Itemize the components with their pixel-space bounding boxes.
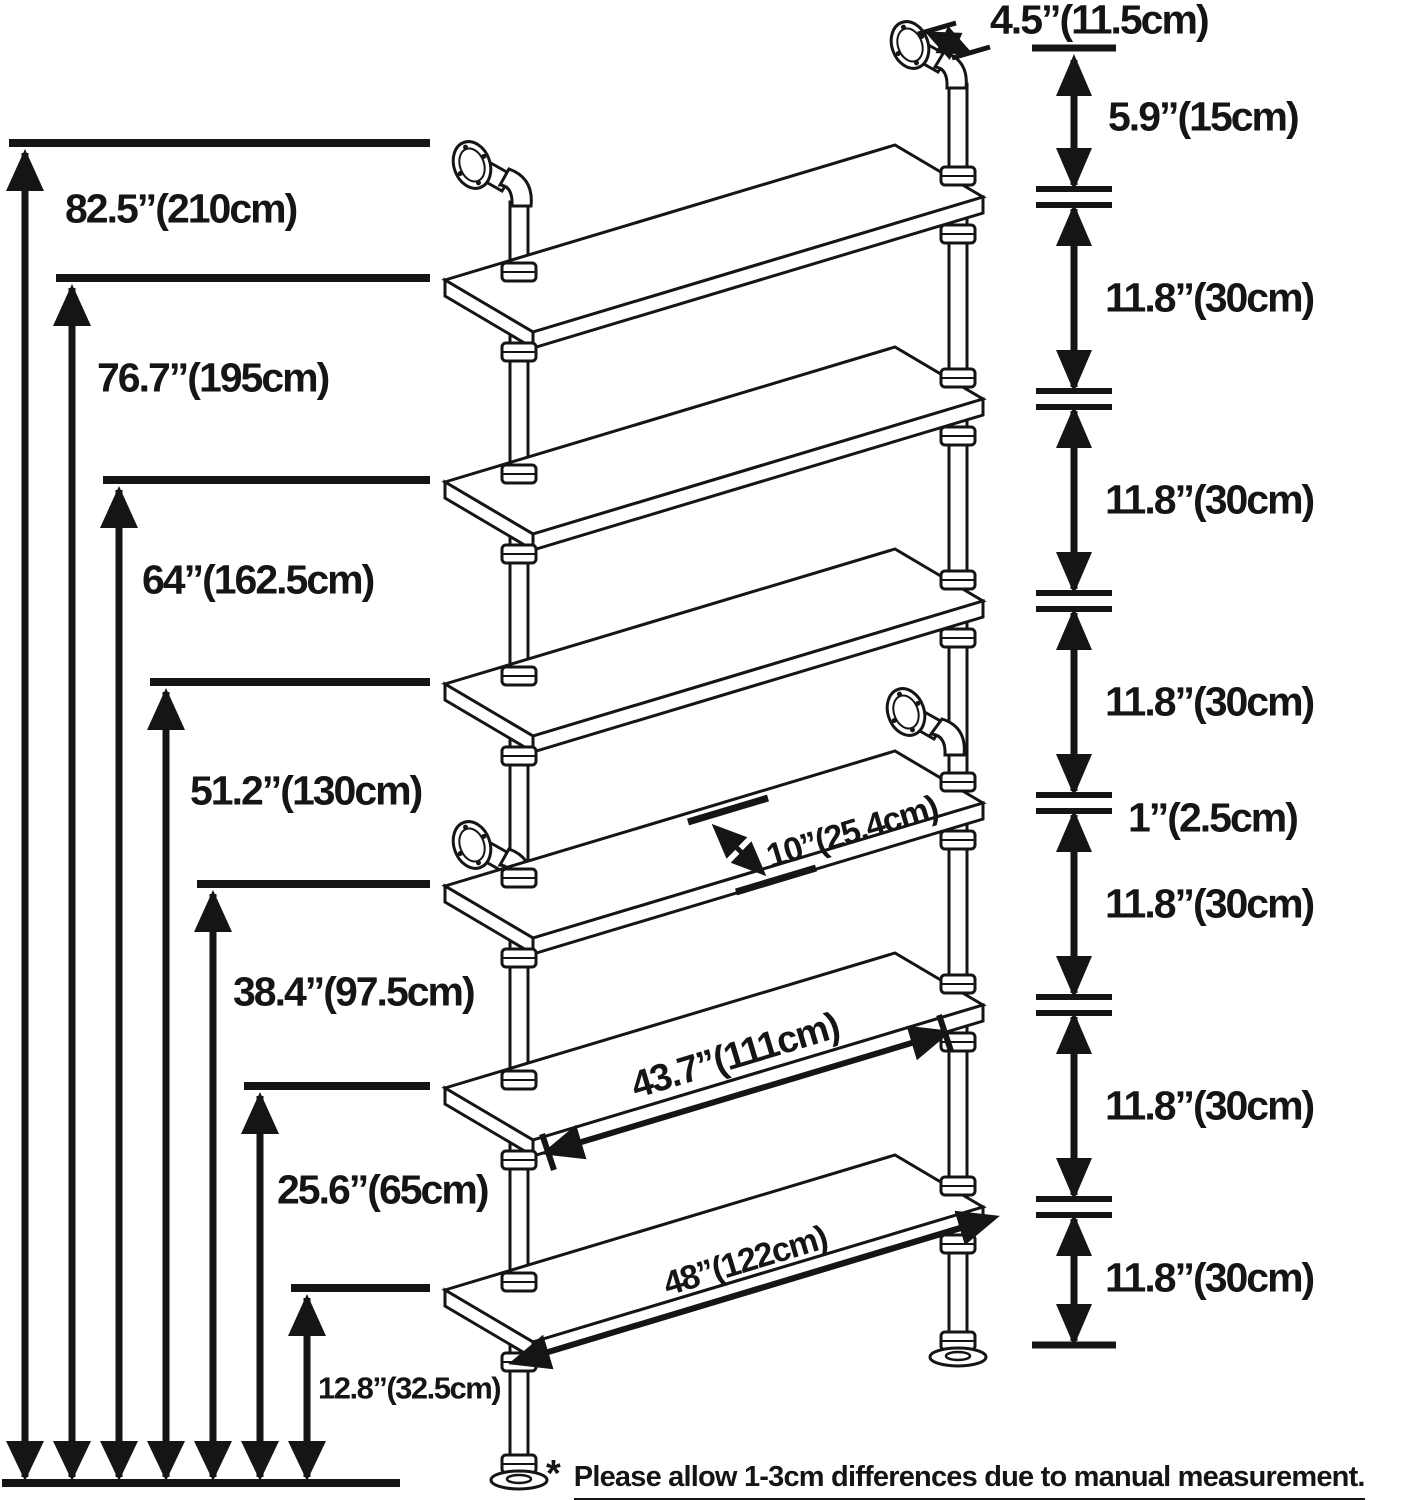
dim-top-depth-arrow [917,20,991,61]
dim-label-gap-3: 11.8”(30cm) [1105,678,1315,725]
wall-bracket-top-left [445,134,533,208]
dim-label-gap-1: 11.8”(30cm) [1105,274,1315,321]
dim-label-shelf-thickness: 1”(2.5cm) [1128,794,1299,841]
dim-label-top-depth: 4.5”(11.5cm) [990,0,1210,43]
dim-label-total-height: 82.5”(210cm) [65,185,298,232]
shelf-board-2 [441,345,987,553]
dim-chain-left [2,139,430,1487]
left-pole-foot [489,1453,549,1491]
dim-label-gap-4: 11.8”(30cm) [1105,880,1315,927]
dim-label-gap-6: 11.8”(30cm) [1105,1254,1315,1301]
dim-label-shelf-6-height: 12.8”(32.5cm) [318,1370,502,1406]
dim-inner-length-arrow [539,1014,954,1171]
right-pole-foot [928,1330,988,1368]
wall-bracket-mid-right [879,681,966,757]
dim-length-arrow [508,1210,1000,1370]
measurement-footnote: * Please allow 1-3cm differences due to … [546,1453,1365,1500]
dim-chain-right [1032,44,1116,1349]
dim-board-depth-arrow [686,794,818,896]
dim-label-gap-2: 11.8”(30cm) [1105,476,1315,523]
footnote-asterisk: * [546,1453,561,1495]
footnote-text: Please allow 1-3cm differences due to ma… [573,1461,1365,1500]
dim-label-shelf-1-height: 76.7”(195cm) [97,354,330,401]
dim-label-gap-5: 11.8”(30cm) [1105,1082,1315,1129]
right-pole [947,82,969,1356]
dim-label-shelf-5-height: 25.6”(65cm) [277,1166,489,1213]
dim-label-shelf-4-height: 38.4”(97.5cm) [233,968,476,1015]
wall-bracket-top-right [883,14,968,90]
dim-label-gap-top: 5.9”(15cm) [1108,93,1300,140]
dim-label-shelf-3-height: 51.2”(130cm) [190,767,423,814]
dim-label-shelf-2-height: 64”(162.5cm) [142,556,375,603]
